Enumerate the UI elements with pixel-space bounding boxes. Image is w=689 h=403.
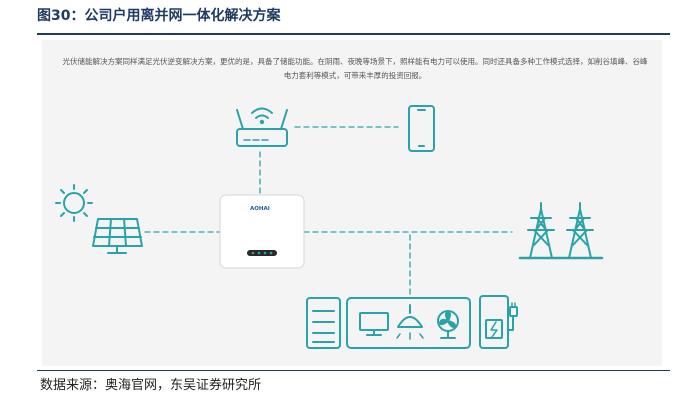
title-rule [37, 33, 670, 35]
description-text: 光伏储能解决方案同样满足光伏逆变解决方案，更优的是，具备了储能功能。在阴雨、夜晚… [62, 57, 648, 80]
solar-panel-icon [92, 218, 143, 254]
tv-icon [359, 312, 389, 336]
sun-icon [55, 184, 93, 222]
inverter-brand-logo: AOHAI [250, 206, 270, 212]
smartphone-icon [408, 105, 435, 152]
home-load-box [346, 297, 471, 349]
inverter-display [247, 250, 277, 256]
ceiling-lamp-icon [396, 304, 424, 340]
inverter-box: AOHAI [219, 194, 305, 269]
source-rule [37, 370, 670, 371]
battery-icon [306, 297, 341, 349]
source-note: 数据来源：奥海官网，东吴证券研究所 [40, 378, 262, 393]
power-tower-icon [566, 202, 594, 259]
wifi-router-icon [236, 107, 288, 147]
ev-charger-icon [479, 295, 518, 349]
connector-lines [144, 126, 513, 297]
diagram-panel [42, 40, 662, 366]
figure-title: 图30：公司户用离并网一体化解决方案 [37, 8, 281, 24]
power-tower-icon [527, 202, 555, 259]
fan-icon [437, 310, 459, 339]
